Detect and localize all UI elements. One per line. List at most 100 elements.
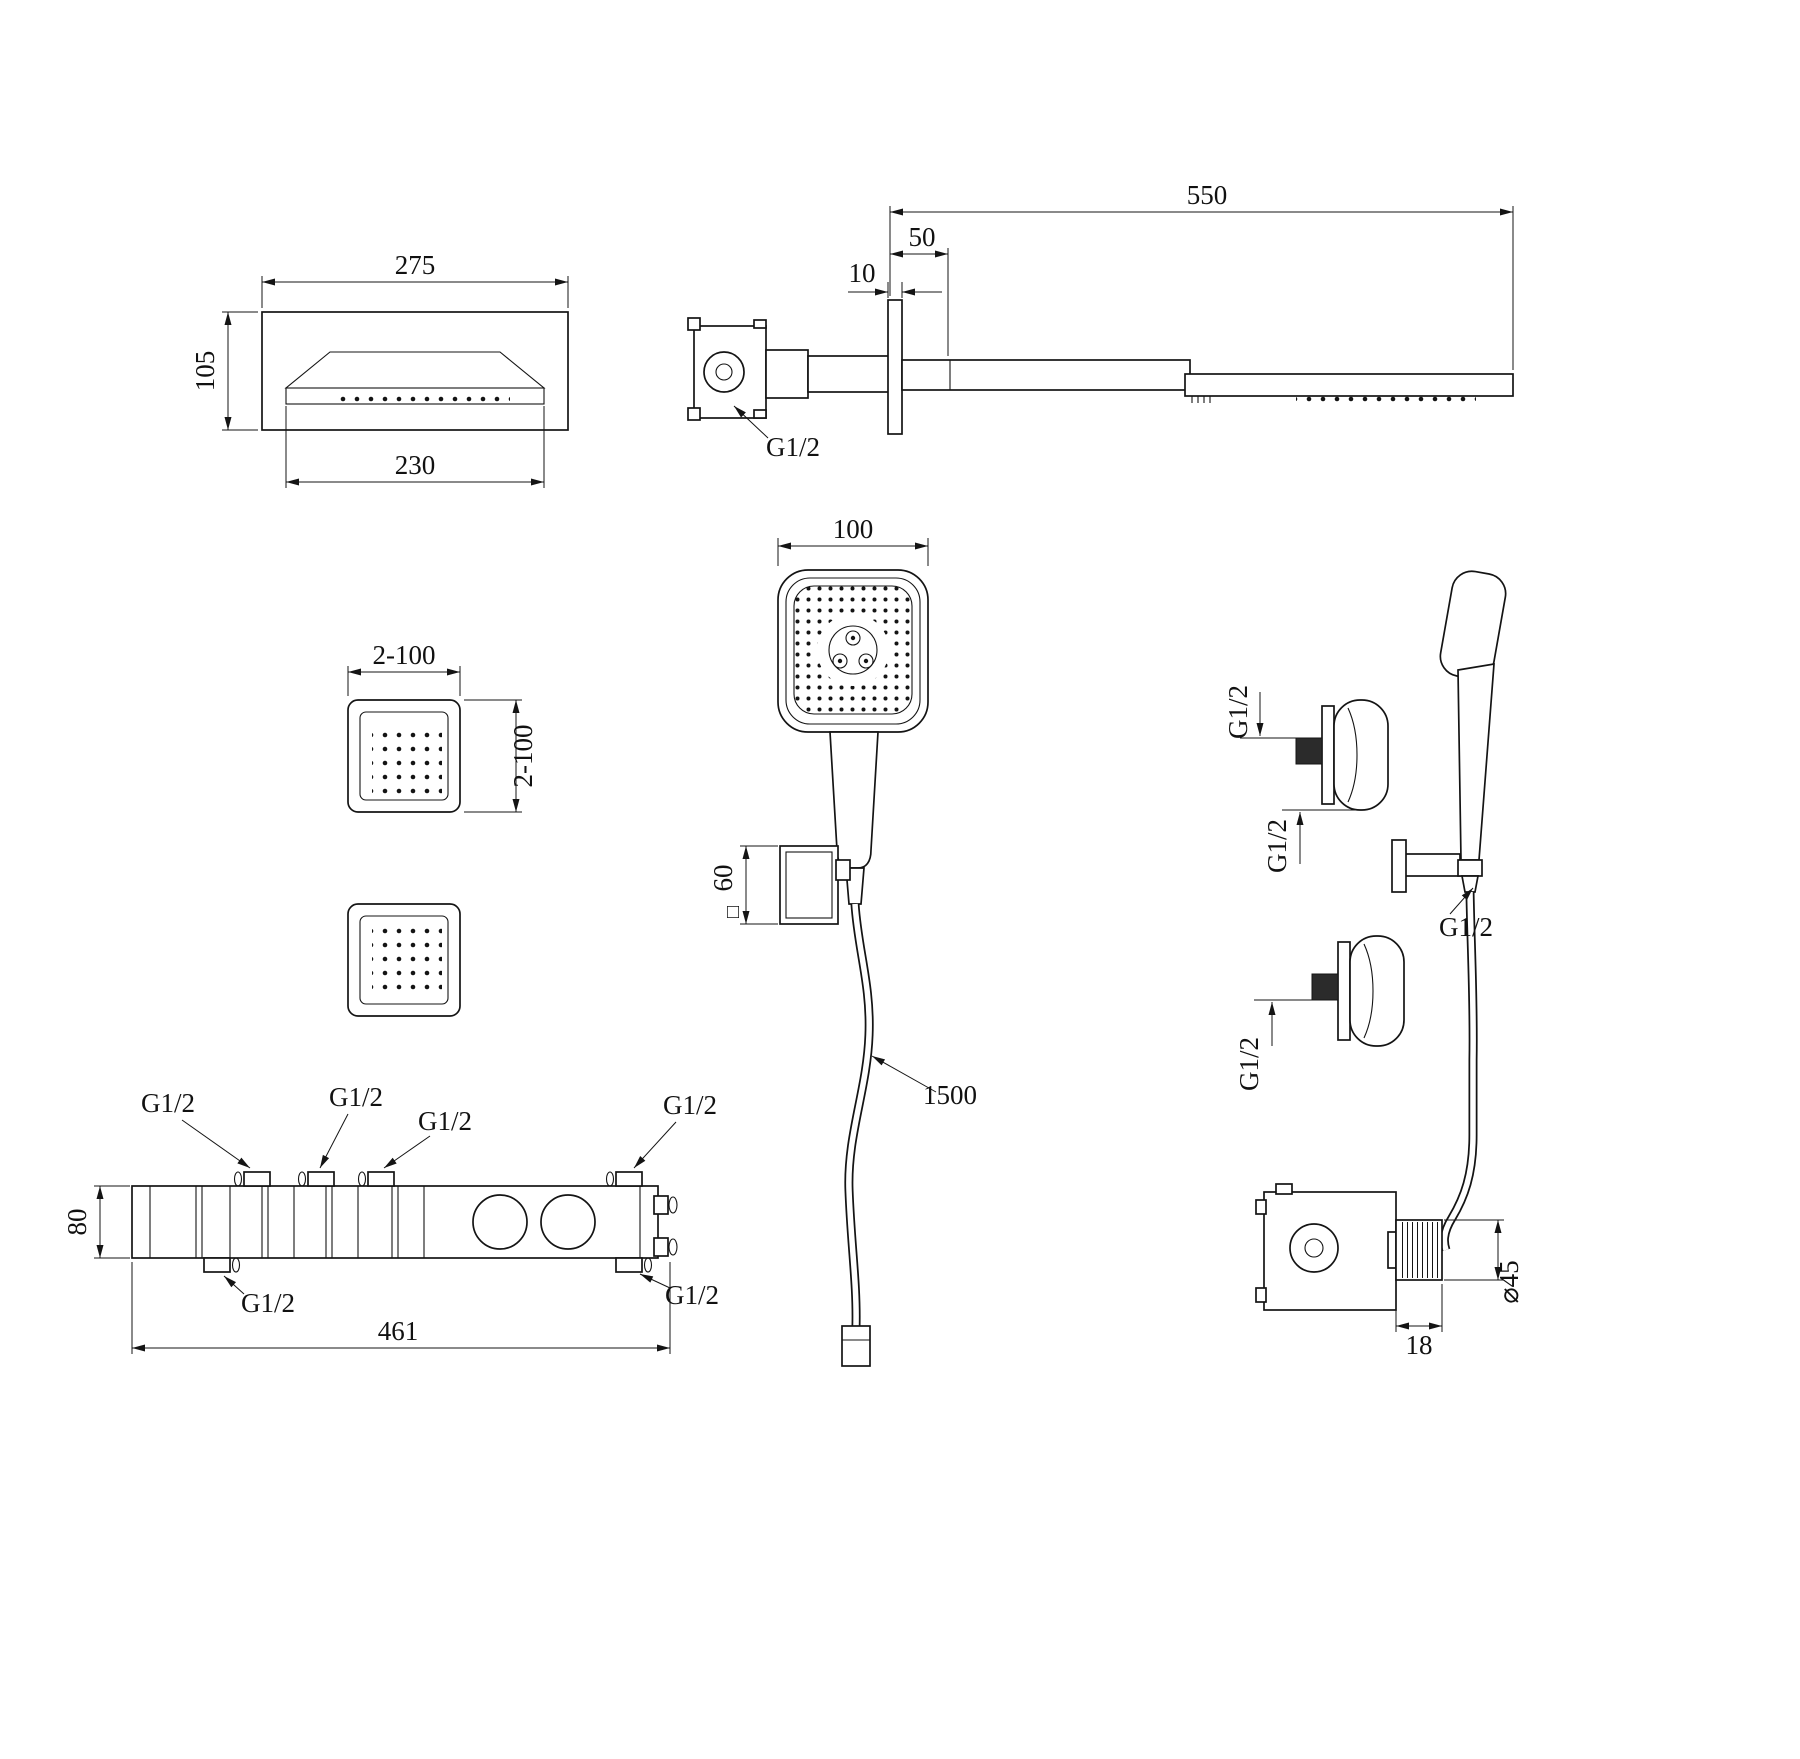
end-bracket-clip <box>653 1237 669 1257</box>
dim-bracket <box>740 845 778 925</box>
view-mixer-front: G1/2 G1/2 G1/2 G1/2 G1/2 G1/2 80 461 <box>62 1082 719 1354</box>
bottom-port <box>615 1257 643 1273</box>
thread-leader <box>383 1135 431 1169</box>
center-nozzle <box>845 630 861 646</box>
jet-thread-label-mid: G1/2 <box>1262 819 1292 873</box>
dim-arm-offset <box>890 248 949 356</box>
jet-back-plate <box>1321 705 1335 805</box>
bottom-port <box>203 1257 231 1273</box>
mixer-thread-label-1: G1/2 <box>141 1088 195 1118</box>
clip-hook <box>233 1171 243 1187</box>
knob-stub <box>1387 1231 1397 1269</box>
head-width-label: 100 <box>833 514 874 544</box>
hand-shower-head-rim <box>785 577 921 725</box>
dim-jet-thread-mid <box>1282 809 1360 864</box>
dim-mixer-height <box>94 1185 130 1259</box>
arm-offset-label: 50 <box>909 222 936 252</box>
wall-bracket <box>779 845 839 925</box>
wall-bracket-inner <box>785 851 833 919</box>
square-symbol: □ <box>727 901 739 923</box>
top-port <box>307 1171 335 1187</box>
knob-knurl <box>1399 1222 1439 1278</box>
valve-connector <box>765 349 809 399</box>
jet-inlet-stub <box>1295 737 1323 765</box>
mixer-port-inner <box>1304 1238 1324 1258</box>
valve-stub <box>807 355 891 393</box>
body-jet-face <box>359 711 449 801</box>
clip-hook <box>668 1196 678 1214</box>
center-mask <box>817 614 889 686</box>
view-side-assembly: G1/2 G1/2 G1/2 G1/2 18 <box>1223 570 1524 1360</box>
hose-thread-label: G1/2 <box>1439 912 1493 942</box>
mixer-thread-label-4: G1/2 <box>663 1090 717 1120</box>
jet-back-plate <box>1337 941 1351 1041</box>
waterfall-panel-outline <box>261 311 569 431</box>
mixer-tab <box>1275 1183 1293 1195</box>
hose-length-label: 1500 <box>923 1080 977 1110</box>
dim-jet-height <box>464 699 522 813</box>
nozzle-dot <box>850 635 856 641</box>
arm-length-label: 550 <box>1187 180 1228 210</box>
thread-leader <box>319 1113 349 1169</box>
jet-height-label: 2-100 <box>508 725 538 788</box>
holder-plate <box>1391 839 1407 893</box>
hand-shower-head-side <box>1439 570 1507 680</box>
arm-thread-label: G1/2 <box>766 432 820 462</box>
thread-leader <box>639 1273 671 1289</box>
valve-port-inner <box>715 363 733 381</box>
mixer-length-label: 461 <box>378 1316 419 1346</box>
body-jet-dots <box>372 928 442 998</box>
jet-dome-line <box>1347 707 1358 803</box>
mixer-port-circle <box>1289 1223 1339 1273</box>
center-nozzle <box>858 653 874 669</box>
dim-knob-depth <box>1395 1284 1443 1332</box>
clip-hook <box>357 1171 367 1187</box>
mixer-thread-label-2: G1/2 <box>329 1082 383 1112</box>
mixer-clip <box>1255 1287 1267 1303</box>
view-arm-side: 550 50 10 G1/2 <box>687 180 1514 462</box>
center-ring <box>828 625 878 675</box>
knob-diameter-label: ⌀45 <box>1494 1260 1524 1303</box>
thread-leader <box>223 1275 245 1295</box>
jet-dome-line <box>1363 943 1374 1039</box>
body-jet-dots <box>372 724 442 794</box>
hose-side-inner <box>1441 891 1476 1251</box>
top-port <box>367 1171 395 1187</box>
hose-fitting <box>841 1325 871 1367</box>
waterfall-spout-label: 230 <box>395 450 436 480</box>
mixer-thread-label-3: G1/2 <box>418 1106 472 1136</box>
mixer-height-label: 80 <box>62 1209 92 1236</box>
body-jet-face <box>359 915 449 1005</box>
mixer-thread-label-6: G1/2 <box>665 1280 719 1310</box>
hose-taper <box>1460 875 1480 893</box>
jet-thread-label-top: G1/2 <box>1223 685 1253 739</box>
dim-waterfall-height <box>222 311 258 431</box>
valve-tab <box>753 409 767 419</box>
dim-mixer-length <box>131 1262 671 1354</box>
shower-arm <box>901 359 1191 391</box>
clip-hook <box>668 1238 678 1256</box>
valve-tab <box>687 407 701 421</box>
thread-leader <box>733 405 769 439</box>
dim-head-width <box>777 538 929 566</box>
dim-plate-thickness <box>848 282 942 298</box>
dim-waterfall-spout <box>285 406 545 488</box>
wall-plate <box>887 299 903 435</box>
valve-tab <box>687 317 701 331</box>
plate-thickness-label: 10 <box>849 258 876 288</box>
clip-hook <box>643 1257 653 1273</box>
dim-jet-thread-top <box>1240 692 1296 739</box>
hand-shower-handle-side <box>1457 662 1495 861</box>
nozzle-dot <box>837 658 843 664</box>
holder-arm <box>1403 853 1461 877</box>
hose-thread-leader <box>1449 887 1474 915</box>
clip-hook <box>231 1257 241 1273</box>
center-nozzle <box>832 653 848 669</box>
valve-port-circle <box>703 351 745 393</box>
mixer-knob-circle <box>540 1194 596 1250</box>
bracket-arm <box>835 859 851 881</box>
handle-nut <box>1457 859 1483 877</box>
waterfall-nozzle-dots <box>334 392 510 406</box>
